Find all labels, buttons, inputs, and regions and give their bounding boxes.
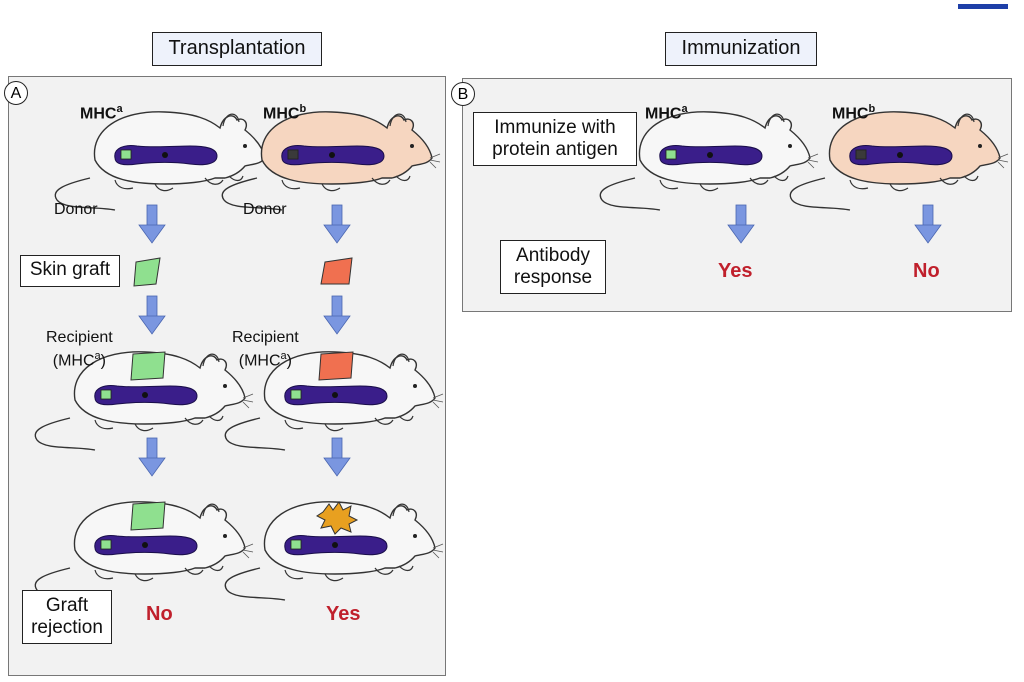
recipient-left-label: Recipient (MHCa) — [46, 329, 113, 370]
answer-yes-b: Yes — [718, 260, 753, 282]
answer-no-b: No — [913, 260, 940, 282]
immunized-mouse-mhc-a — [599, 111, 819, 211]
donor-right-label: Donor — [243, 201, 287, 218]
skin-graft-green — [133, 257, 161, 287]
arrow-recipient-left — [138, 437, 166, 477]
rejected-graft — [316, 501, 359, 535]
answer-no-left: No — [146, 603, 173, 625]
arrow-immunized-left — [727, 204, 755, 244]
outcome-mouse-left — [34, 501, 254, 601]
graft-rejection-box: Graft rejection — [22, 590, 112, 644]
arrow-donor-right — [323, 204, 351, 244]
arrow-immunized-right — [914, 204, 942, 244]
recipient-right-label: Recipient (MHCa) — [232, 329, 299, 370]
immunize-box: Immunize with protein antigen — [473, 112, 637, 166]
skin-graft-orange — [320, 257, 353, 285]
recipient-mouse-right — [224, 351, 444, 451]
antibody-response-box: Antibody response — [500, 240, 606, 294]
arrow-graft-right — [323, 295, 351, 335]
panel-a-label: A — [4, 81, 28, 105]
donor-mouse-mhc-a — [54, 111, 274, 211]
recipient-mouse-left — [34, 351, 254, 451]
transplantation-title: Transplantation — [152, 32, 322, 66]
arrow-graft-left — [138, 295, 166, 335]
arrow-donor-left — [138, 204, 166, 244]
immunized-mhc-a-label: MHCa — [645, 103, 688, 123]
panel-b-label: B — [451, 82, 475, 106]
outcome-mouse-right — [224, 501, 444, 601]
immunized-mouse-mhc-b — [789, 111, 1009, 211]
donor-mouse-mhc-b — [221, 111, 441, 211]
skin-graft-box: Skin graft — [20, 255, 120, 287]
corner-accent-bar — [958, 4, 1008, 9]
immunized-mhc-b-label: MHCb — [832, 103, 876, 123]
donor-mhc-b-label: MHCb — [263, 103, 307, 123]
answer-yes-right: Yes — [326, 603, 361, 625]
donor-left-label: Donor — [54, 201, 98, 218]
immunization-title: Immunization — [665, 32, 817, 66]
arrow-recipient-right — [323, 437, 351, 477]
donor-mhc-a-label: MHCa — [80, 103, 123, 123]
